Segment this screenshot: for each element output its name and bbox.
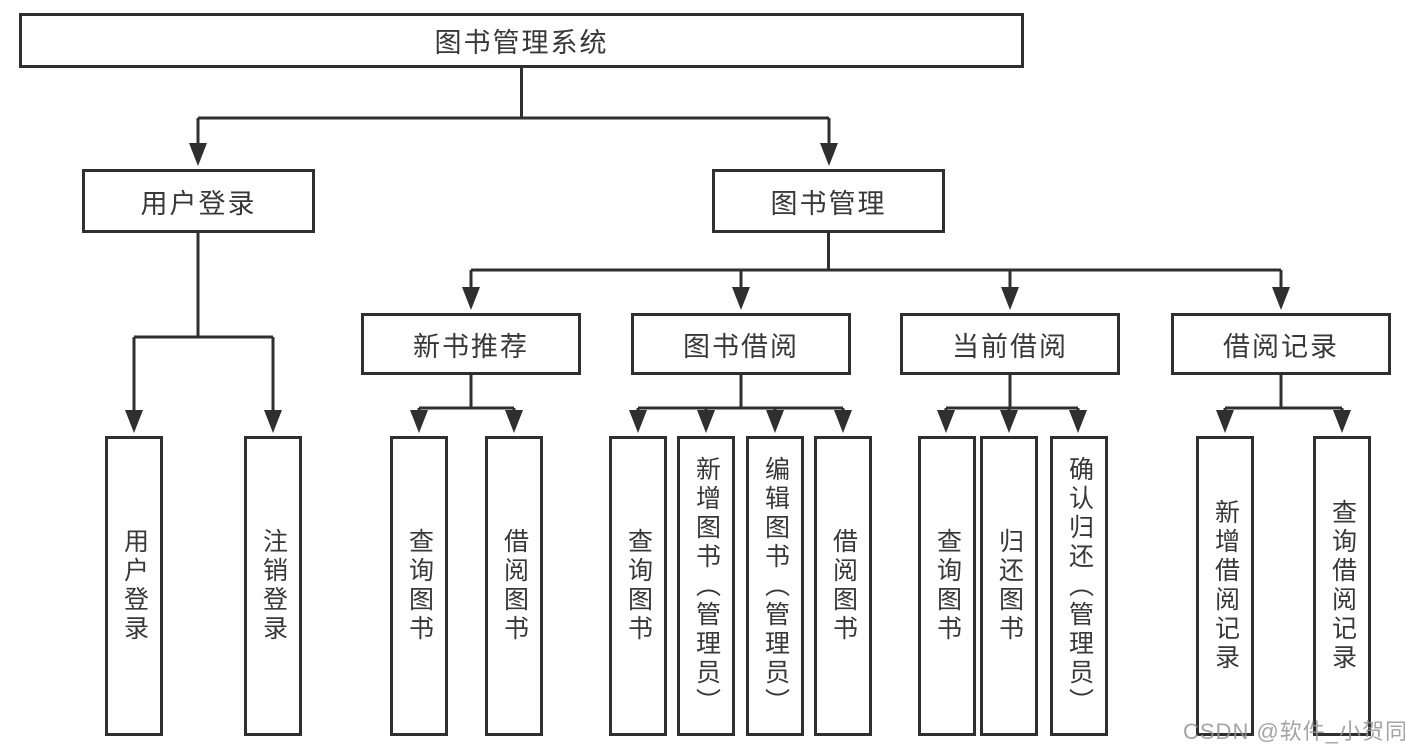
leaf-label: 借阅图书 [500, 528, 529, 644]
leaf-edit-book-admin: 编辑图书（管理员） [746, 436, 804, 736]
node-current-borrowing: 当前借阅 [900, 313, 1120, 375]
leaf-label: 查询图书 [405, 528, 434, 644]
leaf-label: 查询借阅记录 [1328, 499, 1357, 673]
leaf-label: 编辑图书（管理员） [761, 455, 790, 717]
leaf-label: 归还图书 [995, 528, 1024, 644]
node-borrowing-records: 借阅记录 [1171, 313, 1391, 375]
leaf-label: 查询图书 [624, 528, 653, 644]
leaf-logout: 注销登录 [244, 436, 302, 736]
leaf-query-books-recommend: 查询图书 [390, 436, 448, 736]
node-book-management-system: 图书管理系统 [19, 13, 1024, 68]
leaf-query-books-borrow: 查询图书 [609, 436, 667, 736]
node-new-book-recommendation: 新书推荐 [361, 313, 581, 375]
leaf-label: 借阅图书 [829, 528, 858, 644]
node-book-borrowing: 图书借阅 [631, 313, 851, 375]
leaf-add-book-admin: 新增图书（管理员） [677, 436, 735, 736]
leaf-user-login: 用户登录 [105, 436, 163, 736]
leaf-label: 注销登录 [259, 528, 288, 644]
leaf-query-borrow-record: 查询借阅记录 [1313, 436, 1371, 736]
leaf-return-books: 归还图书 [980, 436, 1038, 736]
csdn-watermark: CSDN @软件_小贺同学 [1183, 719, 1405, 744]
leaf-label: 用户登录 [120, 528, 149, 644]
node-book-management: 图书管理 [712, 169, 945, 233]
leaf-query-books-current: 查询图书 [918, 436, 976, 736]
leaf-label: 新增图书（管理员） [692, 455, 721, 717]
leaf-borrow-books: 借阅图书 [814, 436, 872, 736]
leaf-label: 确认归还（管理员） [1065, 455, 1094, 717]
leaf-confirm-return-admin: 确认归还（管理员） [1050, 436, 1108, 736]
leaf-borrow-books-recommend: 借阅图书 [485, 436, 543, 736]
node-user-login: 用户登录 [82, 169, 315, 233]
leaf-label: 新增借阅记录 [1211, 499, 1240, 673]
leaf-label: 查询图书 [933, 528, 962, 644]
leaf-add-borrow-record: 新增借阅记录 [1196, 436, 1254, 736]
arrowheads [125, 143, 1351, 433]
